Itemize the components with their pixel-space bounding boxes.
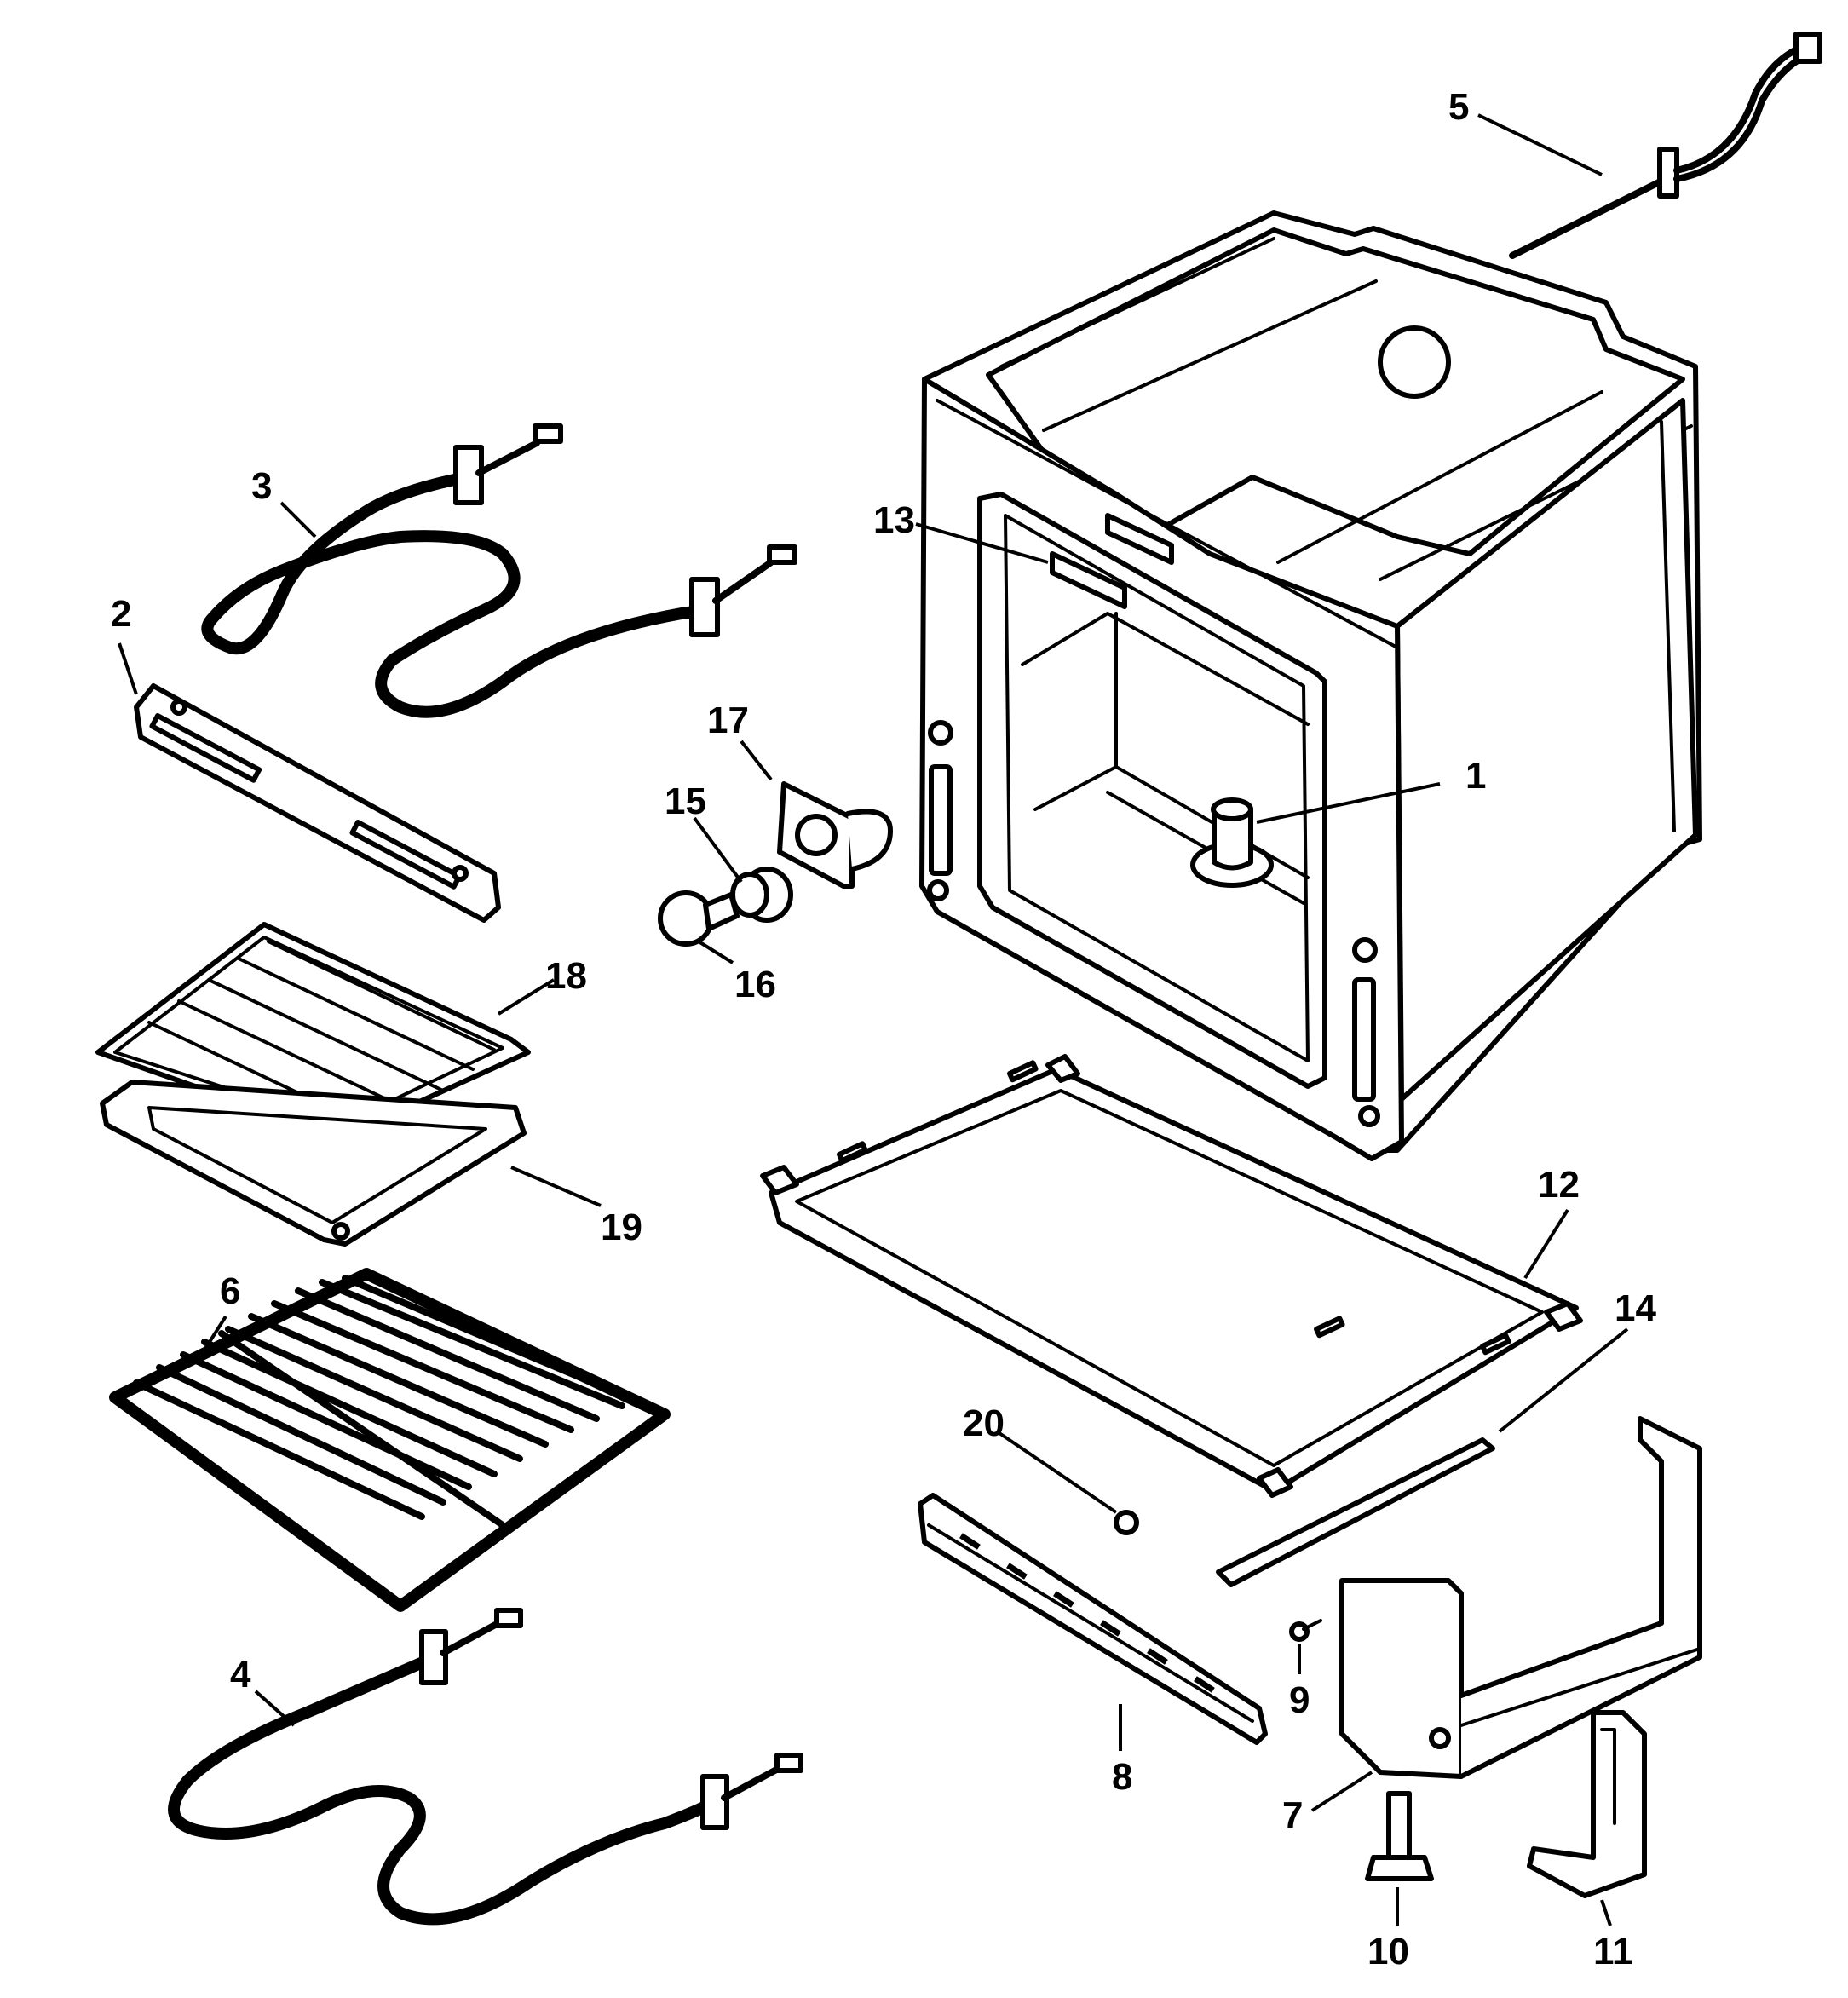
callout-2: 2	[111, 593, 131, 635]
part-9-screw	[1289, 1619, 1322, 1642]
callout-6: 6	[220, 1270, 240, 1312]
part-17-lamp-housing	[777, 781, 893, 889]
callout-11: 11	[1593, 1931, 1633, 1972]
part-20-fastener-nut	[1114, 1510, 1139, 1535]
callout-9: 9	[1289, 1679, 1310, 1721]
part-5-temperature-sensor	[1509, 32, 1822, 259]
callout-17: 17	[707, 700, 749, 741]
callout-12: 12	[1538, 1164, 1580, 1206]
part-2-rack-support	[134, 683, 501, 923]
part-13-label-plate	[1050, 551, 1127, 609]
callout-7: 7	[1282, 1794, 1303, 1836]
callout-20: 20	[963, 1402, 1005, 1444]
part-15-lamp-receptacle	[730, 867, 793, 923]
part-3-broil-element	[201, 423, 797, 718]
callout-1: 1	[1465, 755, 1486, 797]
callout-4: 4	[230, 1654, 251, 1696]
leader-lines	[118, 113, 1629, 1926]
part-6-oven-rack	[109, 1268, 671, 1612]
part-10-leveling-leg	[1365, 1791, 1434, 1881]
part-12-bottom-frame	[760, 1054, 1583, 1498]
callout-16: 16	[734, 964, 776, 1005]
callout-3: 3	[251, 465, 272, 507]
part-11-anti-tip-bracket	[1527, 1710, 1647, 1898]
part-8-rear-panel	[918, 1493, 1268, 1745]
callout-labels: 1 2 3 4 5 6 7 8 9 10 11 12 13 14 15 16 1…	[111, 86, 1656, 1972]
part-4-bake-element	[168, 1608, 803, 1926]
part-19-broiler-pan	[100, 1080, 527, 1247]
callout-15: 15	[665, 780, 706, 822]
callout-18: 18	[545, 955, 587, 997]
callout-5: 5	[1448, 86, 1469, 128]
part-16-light-bulb	[658, 890, 740, 947]
part-14-support-rail	[1216, 1437, 1495, 1587]
callout-10: 10	[1367, 1931, 1409, 1972]
part-1-oven-bottom-vent	[1190, 797, 1274, 888]
callout-14: 14	[1615, 1287, 1656, 1329]
callout-19: 19	[601, 1206, 642, 1248]
callout-13: 13	[873, 499, 915, 541]
callout-8: 8	[1112, 1756, 1132, 1798]
part-7-side-bracket	[1339, 1416, 1702, 1779]
oven-cavity	[919, 210, 1702, 1161]
